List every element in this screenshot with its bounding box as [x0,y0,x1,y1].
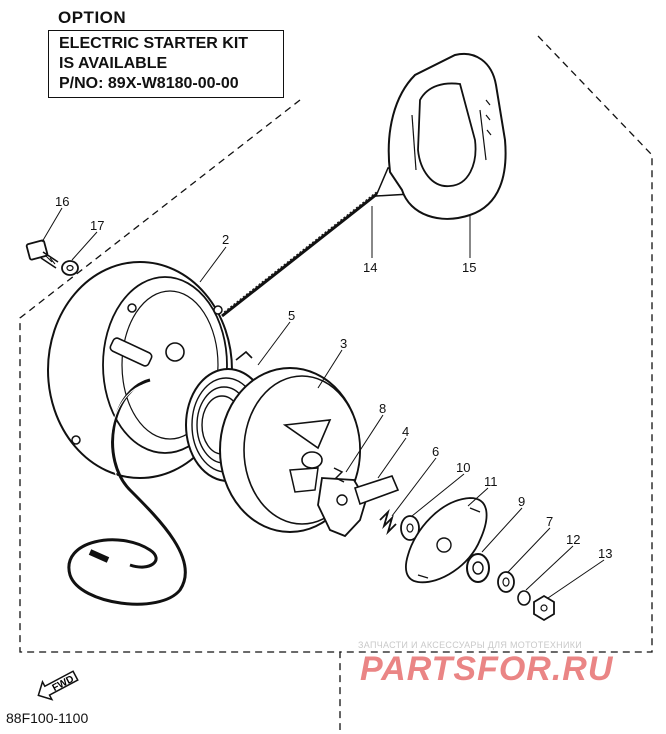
nut [533,594,555,622]
part-number-17: 17 [90,218,104,233]
part-number-16: 16 [55,194,69,209]
kit-line-1: ELECTRIC STARTER KIT [59,35,249,52]
part-number-10: 10 [456,460,470,475]
part-number-13: 13 [598,546,612,561]
watermark-logo: PARTSFOR.RU [360,650,614,688]
bolt [25,239,59,269]
part-number-5: 5 [288,308,295,323]
lock-washer [517,590,531,606]
decompression-cable [67,378,187,606]
drive-plate [405,497,488,584]
leader-lines [41,206,605,599]
part-number-15: 15 [462,260,476,275]
option-heading: OPTION [58,8,127,27]
thrust-washer [400,515,420,541]
plain-washer [497,571,515,593]
compression-spring [379,508,397,536]
ratchet-pawl [317,467,400,538]
friction-spring [466,553,490,583]
part-number-2: 2 [222,232,229,247]
part-number-11: 11 [484,474,498,489]
kit-line-2: IS AVAILABLE [59,55,168,72]
part-number-9: 9 [518,494,525,509]
part-number-3: 3 [340,336,347,351]
part-number-4: 4 [402,424,409,439]
fwd-arrow-icon: FWD [37,670,79,701]
fwd-label: FWD [51,674,76,694]
diagram-code: 88F100-1100 [6,710,89,726]
watermark-tagline: ЗАПЧАСТИ И АКСЕССУАРЫ ДЛЯ МОТОТЕХНИКИ [358,640,583,650]
part-number-12: 12 [566,532,580,547]
kit-line-3: P/NO: 89X-W8180-00-00 [59,75,239,92]
assembly-boundary [19,99,341,730]
part-number-7: 7 [546,514,553,529]
part-number-14: 14 [363,260,377,275]
part-number-8: 8 [379,401,386,416]
starter-rope [221,188,383,318]
assembly-boundary-right [340,35,653,653]
starter-kit-notice: ELECTRIC STARTER KIT IS AVAILABLE P/NO: … [48,30,284,98]
starter-grip-handle [387,52,507,220]
part-number-6: 6 [432,444,439,459]
